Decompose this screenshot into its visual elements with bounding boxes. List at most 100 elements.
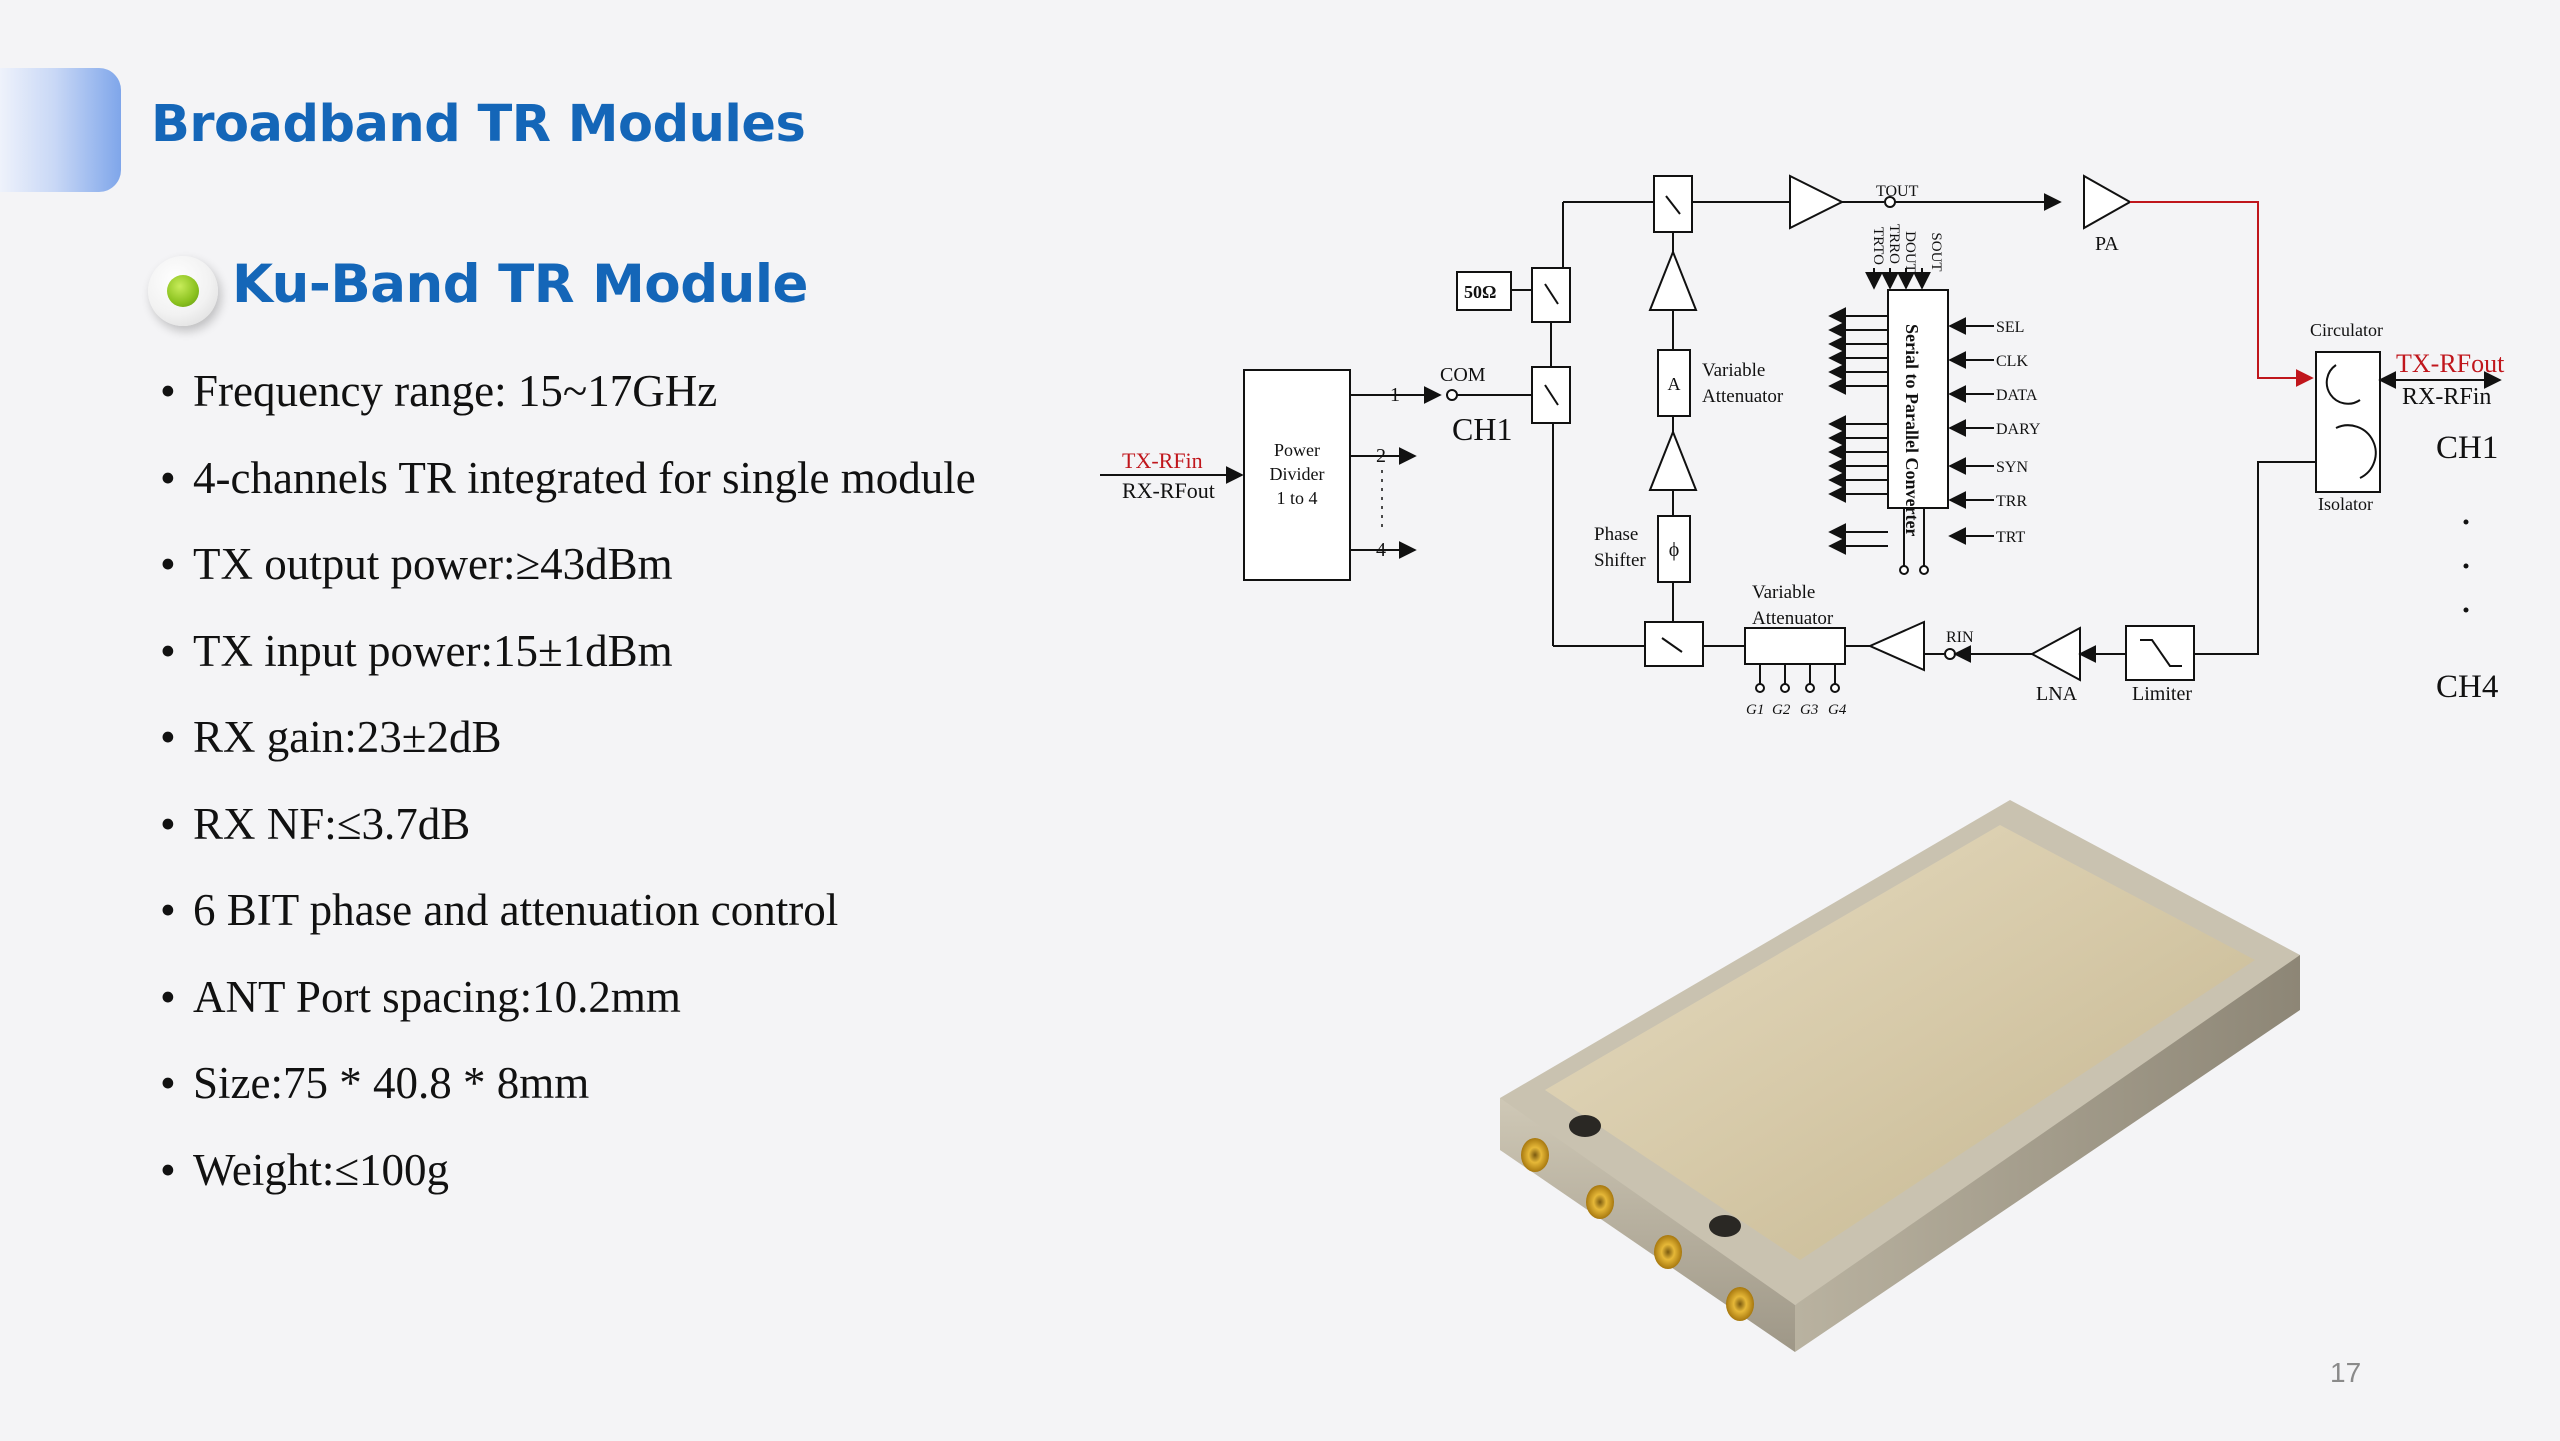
limiter-label: Limiter <box>2132 683 2192 705</box>
pa-label: PA <box>2095 233 2119 255</box>
connector-icon <box>1586 1185 1614 1219</box>
g-label: G2 <box>1772 702 1791 718</box>
power-divider-box <box>1243 369 1351 581</box>
spec-text: 4-channels TR integrated for single modu… <box>193 452 976 503</box>
block-diagram: TX-RFin RX-RFout Power Divider 1 to 4 1 … <box>1100 174 2505 718</box>
rx-rfout-label: RX-RFout <box>1122 478 1215 503</box>
section-title: Ku-Band TR Module <box>232 254 809 315</box>
pin-label: SEL <box>1996 319 2024 336</box>
ch1-right-label: CH1 <box>2436 430 2498 466</box>
tx-amplifier <box>1789 174 1845 230</box>
spec-item: •Size:75 * 40.8 * 8mm <box>160 1058 590 1108</box>
pin-label: TRTO <box>1870 227 1886 265</box>
circulator-box <box>2315 351 2381 493</box>
converter-label: Serial to Parallel Converter <box>1902 324 1922 536</box>
pin-label: TRT <box>1996 529 2025 546</box>
com-label: COM <box>1440 364 1486 386</box>
spec-item: •ANT Port spacing:10.2mm <box>160 971 681 1022</box>
isolator-label: Isolator <box>2318 494 2373 514</box>
ch1-left-label: CH1 <box>1452 411 1512 447</box>
page-number: 17 <box>2330 1357 2362 1388</box>
variable-attenuator-label: Attenuator <box>1702 386 1784 407</box>
tout-label: TOUT <box>1876 183 1919 200</box>
green-dot-icon <box>167 275 199 307</box>
mounting-hole <box>1569 1115 1601 1137</box>
connector-icon <box>1521 1138 1549 1172</box>
spec-text: RX NF:≤3.7dB <box>193 798 471 849</box>
slide-title: Broadband TR Modules <box>151 95 806 154</box>
port-label: 2 <box>1376 445 1386 467</box>
section-bullet-icon <box>148 256 218 326</box>
g-label: G1 <box>1746 702 1764 718</box>
tx-rfin-label: TX-RFin <box>1122 448 1203 473</box>
variable-attenuator-label: Variable <box>1702 360 1765 381</box>
port-label: 4 <box>1376 539 1386 561</box>
phase-shifter-label: Phase <box>1594 524 1638 545</box>
connector-icon <box>1726 1287 1754 1321</box>
ch4-right-label: CH4 <box>2436 669 2498 705</box>
variable-attenuator-bottom-label: Attenuator <box>1752 608 1834 629</box>
module-lid <box>1545 825 2255 1260</box>
lna-amplifier <box>2029 626 2081 682</box>
phase-label: ϕ <box>1669 539 1680 561</box>
spec-text: ANT Port spacing:10.2mm <box>193 971 681 1022</box>
circulator-label: Circulator <box>2310 320 2383 340</box>
power-divider-label: 1 to 4 <box>1276 488 1317 508</box>
connector-icon <box>1654 1235 1682 1269</box>
pin-label: SOUT <box>1928 232 1944 271</box>
atten-a-label: A <box>1668 374 1681 394</box>
pin-label: DOUT <box>1902 231 1918 273</box>
spec-item: •Frequency range: 15~17GHz <box>160 366 718 416</box>
spec-text: TX output power:≥43dBm <box>193 539 673 589</box>
power-divider-label: Divider <box>1270 464 1325 484</box>
lna-label: LNA <box>2036 683 2078 705</box>
spec-item: •6 BIT phase and attenuation control <box>160 885 839 935</box>
variable-attenuator-bottom-label: Variable <box>1752 582 1815 603</box>
g-label: G3 <box>1800 702 1818 718</box>
spec-item: •TX input power:15±1dBm <box>160 625 673 676</box>
module-side <box>1795 955 2300 1352</box>
rx-amplifier <box>1867 620 1925 672</box>
rx-switch <box>1644 621 1704 667</box>
ellipsis-dot <box>2463 607 2469 613</box>
pin-label: DATA <box>1996 387 2038 404</box>
spec-text: Size:75 * 40.8 * 8mm <box>193 1058 590 1108</box>
spec-text: TX input power:15±1dBm <box>193 625 673 676</box>
load-label: 50Ω <box>1464 282 1496 302</box>
spec-item: •4-channels TR integrated for single mod… <box>160 452 976 503</box>
spec-text: Weight:≤100g <box>193 1144 450 1195</box>
mounting-hole <box>1709 1215 1741 1237</box>
phase-shifter-label: Shifter <box>1594 550 1646 571</box>
pin-label: TRRO <box>1886 224 1902 264</box>
spec-text: RX gain:23±2dB <box>193 712 502 762</box>
port-label: 1 <box>1390 384 1400 406</box>
corner-accent <box>0 68 121 192</box>
power-divider-label: Power <box>1274 440 1320 460</box>
rin-label: RIN <box>1946 629 1974 646</box>
pa-output-line <box>2130 201 2314 387</box>
spec-text: 6 BIT phase and attenuation control <box>193 885 839 935</box>
spec-item: •RX gain:23±2dB <box>160 712 502 762</box>
variable-attenuator-box <box>1744 627 1846 665</box>
pin-label: TRR <box>1996 493 2027 510</box>
serial-parallel-converter-box <box>1887 289 1949 509</box>
module-photo <box>1500 800 2300 1352</box>
limiter-box <box>2125 625 2195 681</box>
ellipsis-dot <box>2463 519 2469 525</box>
load-box <box>1456 271 1512 311</box>
spec-text: Frequency range: 15~17GHz <box>193 366 718 416</box>
driver-amplifier <box>1648 249 1698 311</box>
rx-rfin-label: RX-RFin <box>2402 384 2491 410</box>
pin-label: SYN <box>1996 459 2028 476</box>
pa-amplifier <box>2083 174 2133 230</box>
tx-rfout-label: TX-RFout <box>2396 349 2505 378</box>
spec-item: •TX output power:≥43dBm <box>160 539 673 589</box>
spec-list: •Frequency range: 15~17GHz •4-channels T… <box>160 357 976 1222</box>
spec-item: •Weight:≤100g <box>160 1144 450 1195</box>
phase-shifter-box <box>1657 515 1691 583</box>
spec-item: •RX NF:≤3.7dB <box>160 798 471 849</box>
module-front <box>1500 1098 1795 1352</box>
g-label: G4 <box>1828 702 1847 718</box>
pin-label: CLK <box>1996 353 2028 370</box>
attenuator-a-box <box>1657 349 1691 417</box>
